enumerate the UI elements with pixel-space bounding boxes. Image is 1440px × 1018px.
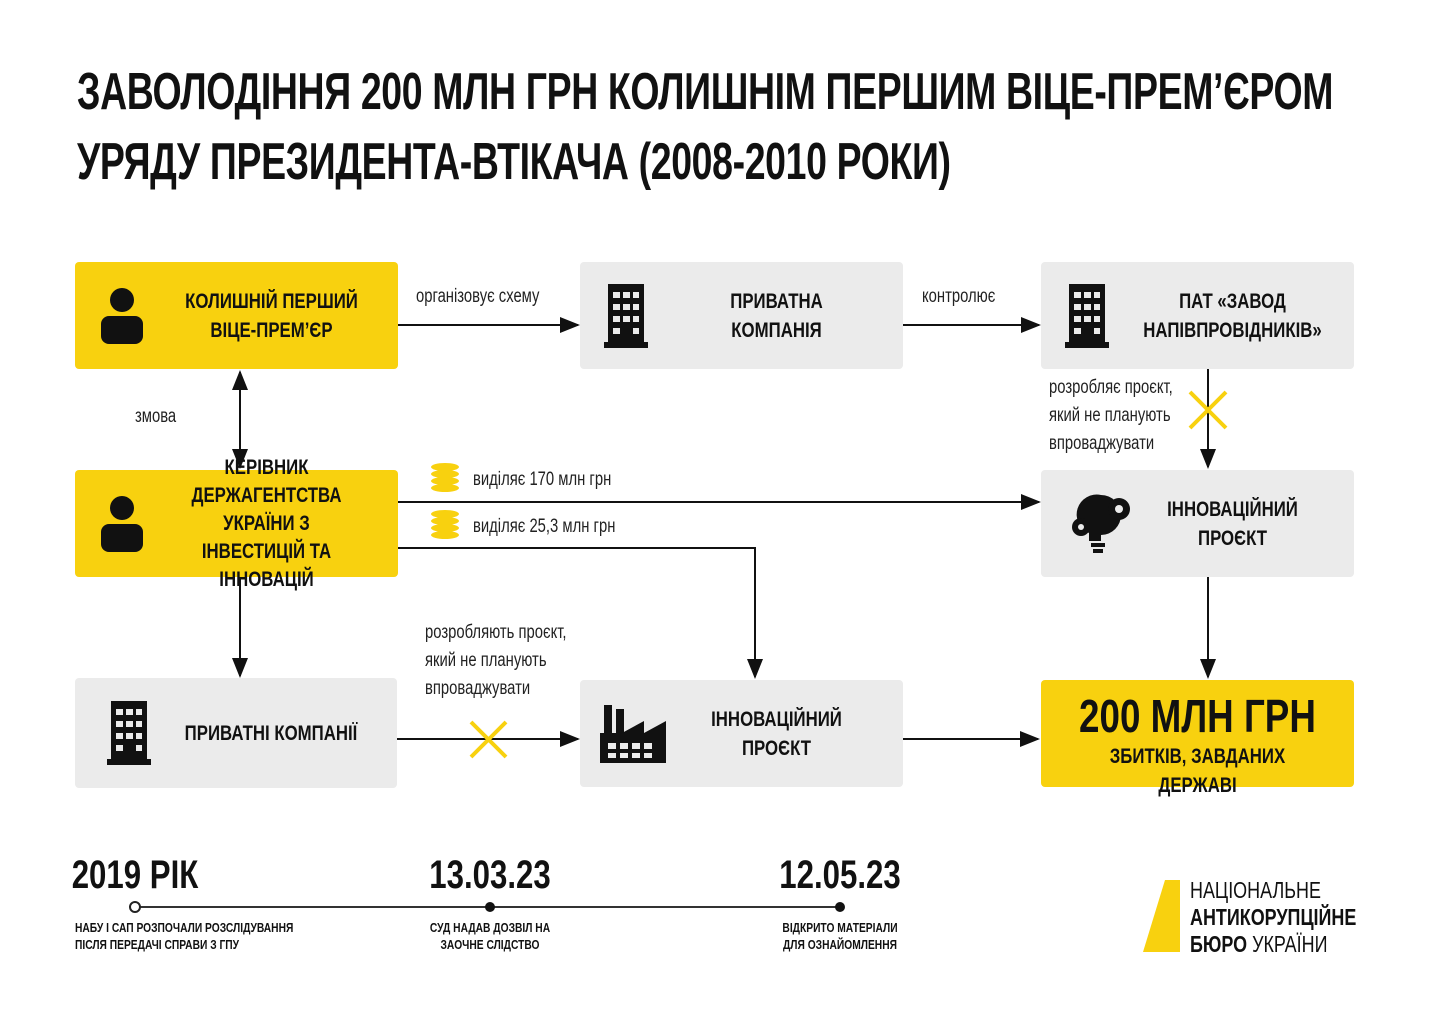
node-innovation-project-2: ІННОВАЦІЙНИЙ ПРОЄКТ: [580, 680, 903, 787]
node-label: УКРАЇНИ З ІНВЕСТИЦІЙ ТА: [201, 511, 332, 563]
building-icon: [107, 701, 151, 765]
factory-icon: [600, 704, 666, 763]
gear-bulb-icon: [1072, 494, 1130, 553]
node-vice-premier: КОЛИШНІЙ ПЕРШИЙ ВІЦЕ-ПРЕМ’ЄР: [75, 262, 398, 369]
person-icon: [101, 495, 143, 552]
node-label: ПРИВАТНІ КОМПАНІЇ: [184, 721, 358, 745]
timeline-dot: [129, 901, 141, 913]
node-label: ПРИВАТНА КОМПАНІЯ: [730, 289, 823, 342]
edge-label-25: виділяє 25,3 млн грн: [473, 516, 616, 537]
node-label: ВІЦЕ-ПРЕМ’ЄР: [210, 318, 333, 342]
node-label: КОЛИШНІЙ ПЕРШИЙ: [185, 289, 358, 313]
node-label: ІННОВАЦІЙНИЙ: [1167, 497, 1298, 521]
node-private-companies: ПРИВАТНІ КОМПАНІЇ: [75, 678, 397, 788]
edge-label-170: виділяє 170 млн грн: [473, 469, 612, 490]
node-label: ПРОЄКТ: [741, 736, 812, 760]
cross-icon: [469, 390, 1228, 759]
damage-amount: 200 МЛН ГРН: [1079, 690, 1316, 742]
nabu-logo-text: НАЦІОНАЛЬНЕ АНТИКОРУПЦІЙНЕ БЮРО УКРАЇНИ: [1190, 877, 1357, 957]
timeline-dot: [835, 902, 845, 912]
node-label: НАПІВПРОВІДНИКІВ»: [1143, 318, 1322, 342]
timeline-date: 12.05.23: [779, 853, 901, 897]
node-label: КЕРІВНИК ДЕРЖАГЕНТСТВА: [191, 455, 342, 507]
edge-label-collusion: змова: [135, 406, 177, 427]
timeline-date: 13.03.23: [429, 853, 551, 897]
damage-caption: ЗБИТКІВ, ЗАВДАНИХ ДЕРЖАВІ: [1109, 745, 1286, 797]
person-icon: [101, 287, 143, 344]
timeline-date: 2019 РІК: [71, 853, 199, 897]
node-label: ІННОВАЦІЙНИЙ: [711, 707, 842, 731]
node-plant: ПАТ «ЗАВОД НАПІВПРОВІДНИКІВ»: [1041, 262, 1354, 369]
timeline-dot: [485, 902, 495, 912]
title-line-1: ЗАВОЛОДІННЯ 200 МЛН ГРН КОЛИШНІМ ПЕРШИМ …: [77, 63, 1334, 121]
building-icon: [604, 283, 648, 348]
node-label: ІННОВАЦІЙ: [219, 567, 314, 591]
edge-label-organizes: організовує схему: [416, 286, 540, 307]
node-private-company: ПРИВАТНА КОМПАНІЯ: [580, 262, 903, 369]
coins-icon: [431, 463, 459, 539]
title-line-2: УРЯДУ ПРЕЗИДЕНТА-ВТІКАЧА (2008-2010 РОКИ…: [77, 133, 951, 191]
arrow-25: [398, 547, 763, 679]
node-label: ПАТ «ЗАВОД: [1179, 289, 1286, 313]
node-label: ПРОЄКТ: [1197, 526, 1268, 550]
node-innovation-project-1: ІННОВАЦІЙНИЙ ПРОЄКТ: [1041, 470, 1354, 577]
nabu-logo-mark: [1143, 880, 1180, 952]
edge-label-controls: контролює: [922, 286, 996, 307]
building-icon: [1065, 283, 1109, 348]
